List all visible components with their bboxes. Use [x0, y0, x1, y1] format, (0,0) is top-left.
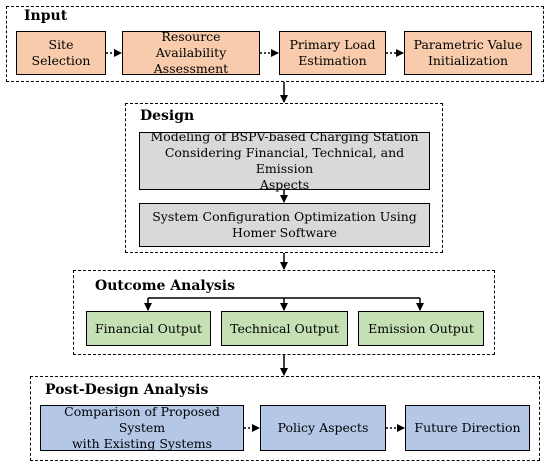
future-direction-box: Future Direction	[405, 405, 530, 451]
design-title: Design	[140, 108, 195, 124]
comparison-box: Comparison of Proposed System with Exist…	[40, 404, 244, 451]
financial-output-box: Financial Output	[86, 311, 211, 346]
emission-output-box: Emission Output	[358, 311, 484, 346]
parametric-value-box: Parametric Value Initialization	[404, 31, 532, 75]
post-design-section	[30, 376, 540, 461]
post-design-title: Post-Design Analysis	[45, 382, 209, 398]
input-title: Input	[24, 8, 68, 24]
site-selection-box: Site Selection	[16, 31, 106, 75]
resource-availability-box: Resource Availability Assessment	[122, 29, 260, 76]
design-section	[125, 103, 443, 253]
technical-output-box: Technical Output	[221, 311, 348, 346]
input-section	[6, 6, 544, 82]
optimization-box: System Configuration Optimization Using …	[139, 203, 430, 247]
modeling-box: Modeling of BSPV-based Charging Station …	[139, 129, 430, 192]
primary-load-box: Primary Load Estimation	[279, 31, 386, 75]
outcome-title: Outcome Analysis	[95, 278, 235, 294]
policy-aspects-box: Policy Aspects	[260, 405, 386, 451]
outcome-section	[73, 270, 495, 355]
